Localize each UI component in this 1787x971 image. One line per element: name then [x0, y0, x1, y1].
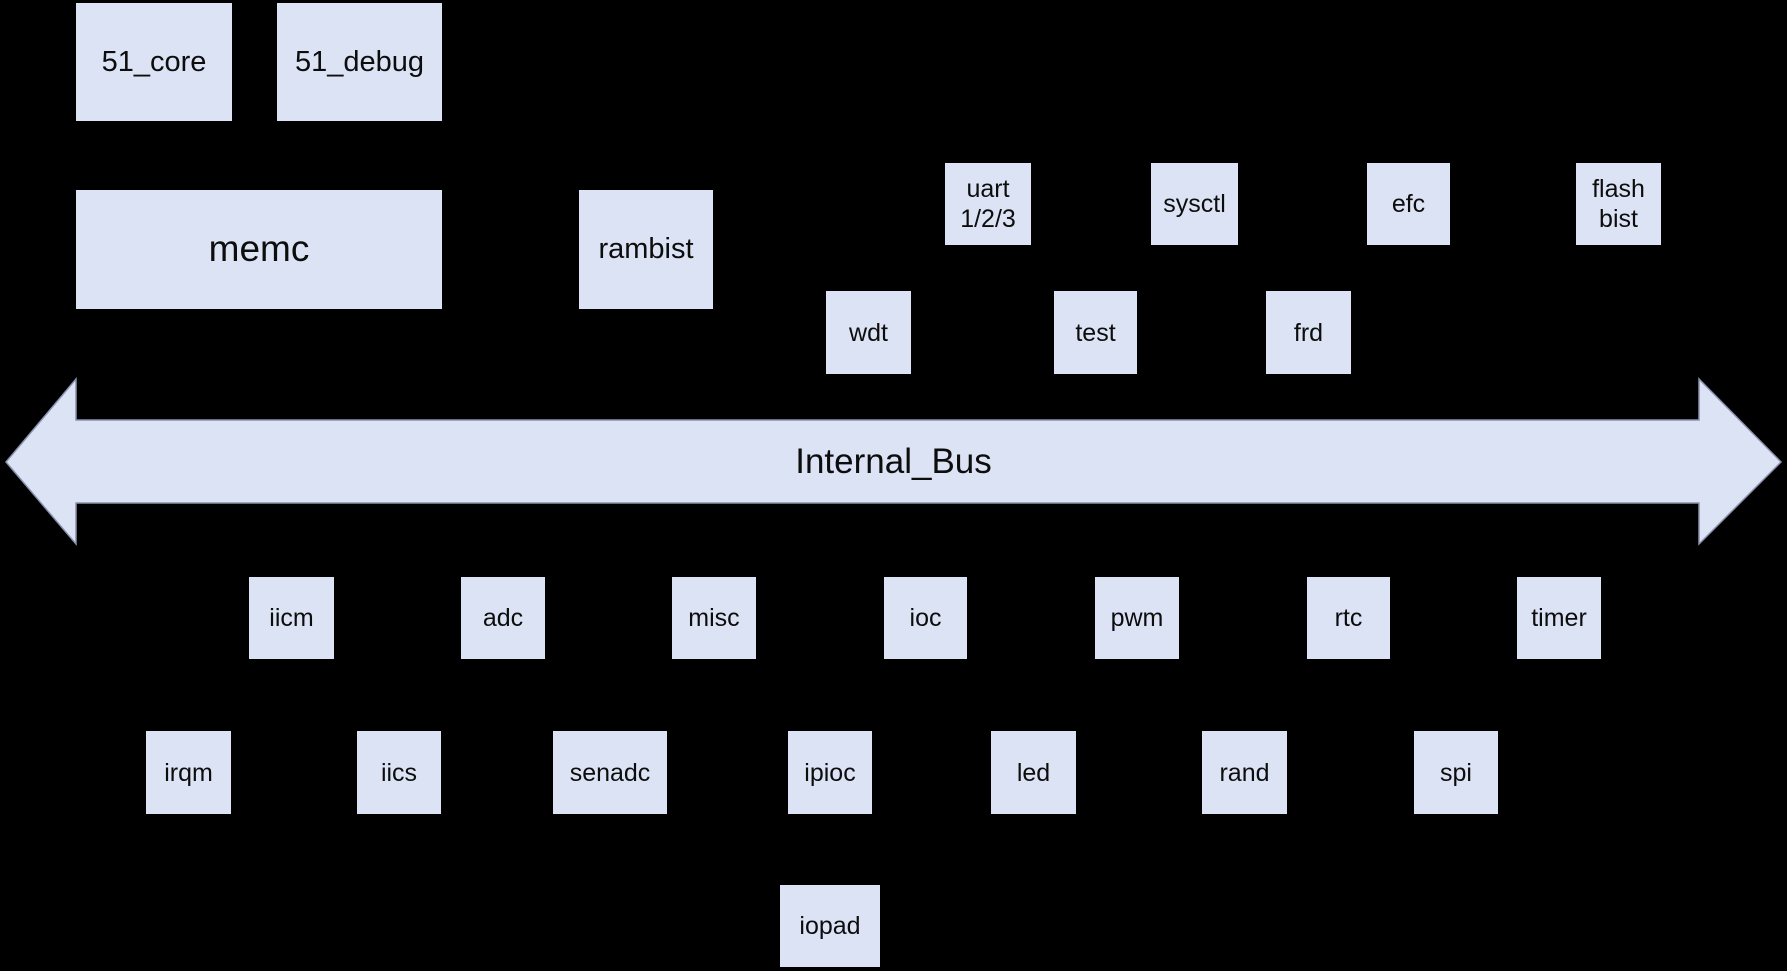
node-rtc: rtc: [1307, 577, 1390, 659]
node-uart-123: uart 1/2/3: [945, 163, 1031, 245]
node-rambist: rambist: [579, 190, 713, 309]
node-wdt: wdt: [826, 291, 911, 374]
internal-bus-arrow: [5, 376, 1783, 547]
node-test: test: [1054, 291, 1137, 374]
node-iics: iics: [357, 731, 441, 814]
node-ipioc: ipioc: [788, 731, 872, 814]
node-led: led: [991, 731, 1076, 814]
node-frd: frd: [1266, 291, 1351, 374]
node-misc: misc: [672, 577, 756, 659]
node-rand: rand: [1202, 731, 1287, 814]
node-senadc: senadc: [553, 731, 667, 814]
node-iicm: iicm: [249, 577, 334, 659]
node-irqm: irqm: [146, 731, 231, 814]
node-timer: timer: [1517, 577, 1601, 659]
node-ioc: ioc: [884, 577, 967, 659]
node-spi: spi: [1414, 731, 1498, 814]
node-51-debug: 51_debug: [277, 3, 442, 121]
node-efc: efc: [1367, 163, 1450, 245]
node-51-core: 51_core: [76, 3, 232, 121]
node-sysctl: sysctl: [1151, 163, 1238, 245]
internal-bus-label: Internal_Bus: [795, 441, 992, 481]
node-flash-bist: flash bist: [1576, 163, 1661, 245]
node-adc: adc: [461, 577, 545, 659]
node-memc: memc: [76, 190, 442, 309]
node-iopad: iopad: [780, 885, 880, 967]
node-pwm: pwm: [1095, 577, 1179, 659]
